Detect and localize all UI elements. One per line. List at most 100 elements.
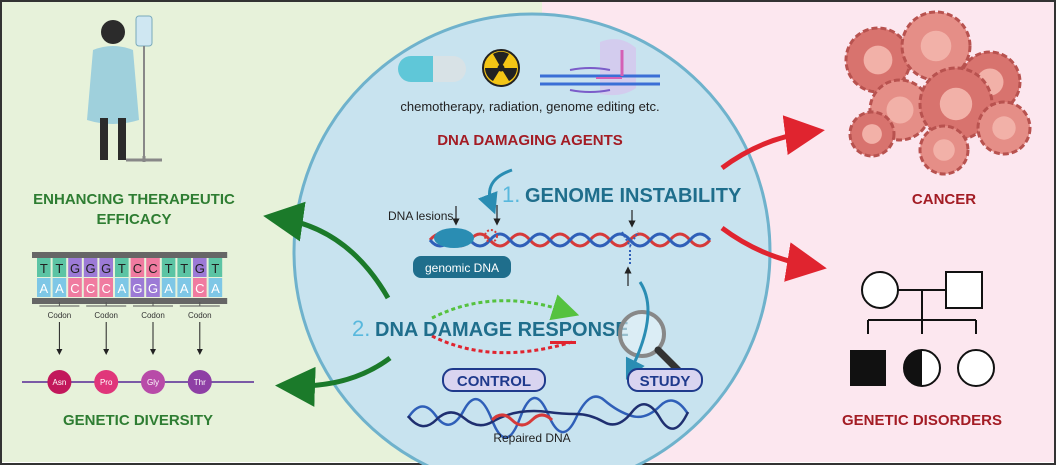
radiation-icon <box>482 49 520 87</box>
dna-lesions-label: DNA lesions <box>388 209 453 223</box>
base-bottom <box>115 278 129 297</box>
repaired-dna-label: Repaired DNA <box>493 431 570 445</box>
genetic-diversity-label: GENETIC DIVERSITY <box>63 412 213 429</box>
cancer-label: CANCER <box>912 191 976 208</box>
base-bottom <box>208 278 223 297</box>
base-top <box>99 258 113 277</box>
base-bottom <box>68 278 82 297</box>
base-top <box>115 258 129 277</box>
instability-number: 1. <box>502 182 520 207</box>
base-bottom-label: C <box>70 281 79 296</box>
base-top-label: T <box>40 261 48 276</box>
arrow-to-cancer <box>720 115 825 171</box>
base-bottom <box>177 278 191 297</box>
therapeutic-line1: ENHANCING THERAPEUTIC <box>33 191 235 208</box>
base-bottom-label: A <box>55 281 64 296</box>
agents-caption: chemotherapy, radiation, genome editing … <box>400 99 659 114</box>
response-number: 2. <box>352 316 370 341</box>
control-label: CONTROL <box>457 373 531 390</box>
base-bottom-label: G <box>132 281 142 296</box>
amino-acid-node <box>187 370 212 394</box>
study-label: STUDY <box>640 373 691 390</box>
base-top <box>52 258 67 277</box>
cancer-cell-nucleus <box>862 124 882 144</box>
base-top-label: T <box>211 261 219 276</box>
base-bottom-label: A <box>117 281 126 296</box>
cancer-cell-nucleus <box>933 139 955 161</box>
cancer-cell-nucleus <box>863 45 893 75</box>
cancer-cell-nucleus <box>992 116 1016 140</box>
cancer-cell-nucleus <box>939 87 973 121</box>
amino-acid-node <box>47 370 72 394</box>
base-bottom <box>146 278 160 297</box>
arrow-to-therapeutic <box>263 201 391 300</box>
amino-acid-node <box>141 370 165 394</box>
genetic-disorders-label: GENETIC DISORDERS <box>842 412 1002 429</box>
base-top-label: G <box>70 261 80 276</box>
base-bottom-label: A <box>164 281 173 296</box>
codon-label: Codon <box>141 311 165 320</box>
base-top <box>130 258 145 277</box>
damaged-dna-helix <box>428 229 712 264</box>
base-bottom <box>130 278 145 297</box>
arrow-to-diversity <box>275 355 392 407</box>
base-top <box>146 258 160 277</box>
cancer-cell-nucleus <box>920 30 952 62</box>
base-top <box>37 258 51 277</box>
base-top <box>177 258 191 277</box>
base-top-label: C <box>148 261 157 276</box>
base-top-label: G <box>86 261 96 276</box>
base-bottom <box>52 278 67 297</box>
amino-acid-label: Thr <box>194 378 206 387</box>
cancer-cells-icon <box>844 10 1032 176</box>
base-top-label: T <box>118 261 126 276</box>
study-badge <box>627 368 703 392</box>
arrow-to-disorders <box>720 225 827 282</box>
pedigree-icon <box>850 271 995 387</box>
base-bottom <box>83 278 98 297</box>
amino-acid-label: Pro <box>100 378 113 387</box>
repaired-dna-helix <box>406 395 690 439</box>
control-badge <box>442 368 546 392</box>
control-loop-bottom <box>431 334 573 355</box>
agents-title: DNA DAMAGING AGENTS <box>437 132 623 149</box>
base-top <box>208 258 223 277</box>
base-top-label: G <box>101 261 111 276</box>
base-top <box>161 258 176 277</box>
study-arrow <box>625 281 650 381</box>
base-top-label: T <box>55 261 63 276</box>
genomic-dna-label: genomic DNA <box>425 261 499 275</box>
base-top-label: T <box>180 261 188 276</box>
codon-label: Codon <box>48 311 72 320</box>
base-top-label: C <box>133 261 142 276</box>
base-top <box>193 258 207 277</box>
codon-label: Codon <box>94 311 118 320</box>
response-label: DNA DAMAGE RESPONSE <box>375 319 629 341</box>
protein-blob <box>434 228 474 248</box>
base-bottom-label: C <box>102 281 111 296</box>
genome-editing-icon <box>540 39 660 96</box>
amino-acid-node <box>94 370 119 394</box>
cancer-cell-nucleus <box>886 96 914 124</box>
base-bottom <box>161 278 176 297</box>
amino-acid-label: Gly <box>147 378 159 387</box>
base-top-label: G <box>195 261 205 276</box>
base-bottom <box>99 278 113 297</box>
amino-acid-label: Asn <box>53 378 67 387</box>
instability-arrow <box>477 168 513 215</box>
base-bottom-label: C <box>195 281 204 296</box>
base-top-label: T <box>165 261 173 276</box>
base-bottom-label: A <box>180 281 189 296</box>
pill-icon <box>398 56 466 82</box>
base-bottom <box>37 278 51 297</box>
patient-iv-icon <box>87 15 162 162</box>
codon-label: Codon <box>188 311 212 320</box>
instability-label: GENOME INSTABILITY <box>525 185 742 207</box>
base-top <box>83 258 98 277</box>
genomic-dna-badge <box>413 256 511 278</box>
response-underline <box>550 341 576 344</box>
base-bottom-label: A <box>39 281 48 296</box>
